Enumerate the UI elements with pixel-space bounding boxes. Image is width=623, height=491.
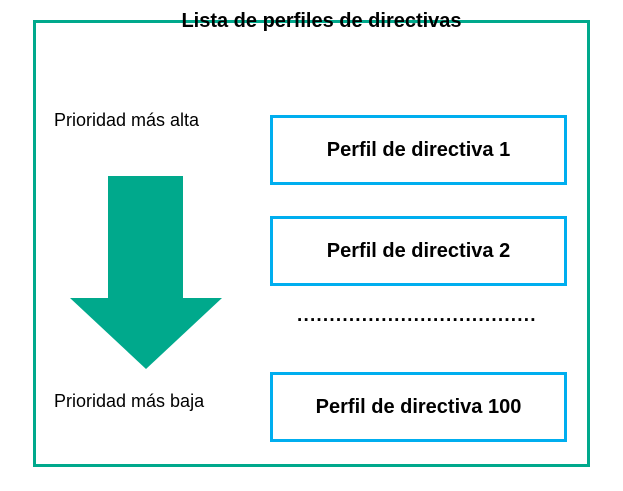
page-title: Lista de perfiles de directivas: [181, 10, 462, 32]
profiles-ellipsis: ........................................…: [297, 306, 537, 325]
profile-box[interactable]: Perfil de directiva 2: [270, 216, 567, 286]
profile-box[interactable]: Perfil de directiva 1: [270, 115, 567, 185]
profile-box-label: Perfil de directiva 2: [326, 239, 511, 262]
priority-low-label: Prioridad más baja: [54, 391, 205, 411]
priority-high-label: Prioridad más alta: [54, 110, 200, 130]
profile-box[interactable]: Perfil de directiva 100: [270, 372, 567, 442]
profile-box-label: Perfil de directiva 1: [326, 138, 511, 161]
profile-box-label: Perfil de directiva 100: [315, 395, 522, 418]
arrow-down-icon: [70, 176, 222, 369]
